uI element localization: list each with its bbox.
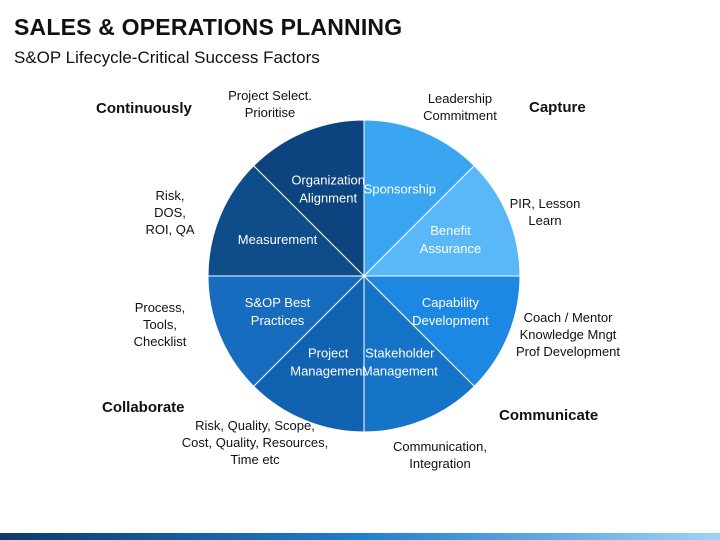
wheel-segment-benefit-assurance [362, 164, 521, 277]
wheel-segment-organization-alignment [252, 119, 365, 278]
wheel-segment-capability-development [362, 275, 521, 388]
wheel-segment-sponsorship [363, 119, 476, 278]
note-communication: Communication,Integration [393, 439, 487, 471]
wheel-label-sponsorship: Sponsorship [364, 182, 436, 197]
note-risk-dos: Risk,DOS,ROI, QA [145, 188, 195, 237]
quadrant-label-capture: Capture [529, 99, 586, 116]
wheel-segment-measurement [207, 164, 366, 277]
wheel-segment-stakeholder-management [363, 274, 476, 433]
quadrant-label-collaborate: Collaborate [102, 399, 185, 416]
note-process: Process,Tools,Checklist [133, 300, 187, 349]
bottom-accent-bar [0, 533, 720, 540]
wheel-segment-project-management [252, 274, 365, 433]
quadrant-label-continuously: Continuously [96, 100, 192, 117]
page-subtitle: S&OP Lifecycle-Critical Success Factors [14, 48, 320, 67]
page-title: SALES & OPERATIONS PLANNING [14, 14, 403, 40]
wheel-label-measurement: Measurement [238, 232, 318, 247]
quadrant-label-communicate: Communicate [499, 407, 599, 424]
wheel-segment-s-op-best-practices [207, 275, 366, 388]
note-project-select: Project Select.Prioritise [228, 88, 312, 120]
note-risk-quality: Risk, Quality, Scope,Cost, Quality, Reso… [181, 418, 329, 467]
